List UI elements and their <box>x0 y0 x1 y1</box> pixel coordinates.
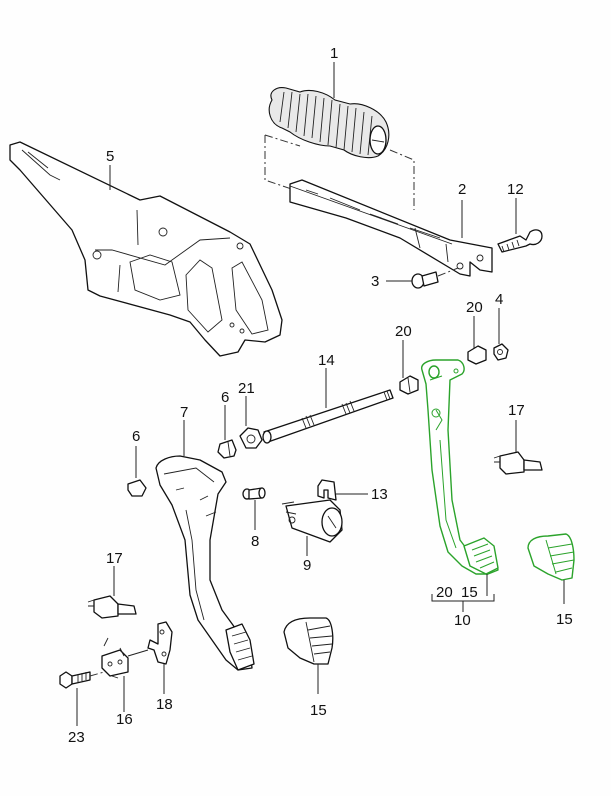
callout-16[interactable]: 16 <box>116 711 133 728</box>
callout-6-upper[interactable]: 6 <box>221 389 230 406</box>
callout-17-right[interactable]: 17 <box>508 402 525 419</box>
part-20-bushing-left[interactable] <box>399 340 419 395</box>
part-14-pedal-shaft[interactable] <box>262 368 394 444</box>
callout-8[interactable]: 8 <box>251 533 260 550</box>
callout-2[interactable]: 2 <box>458 181 467 198</box>
callout-23[interactable]: 23 <box>68 729 85 746</box>
callout-20-right[interactable]: 20 <box>466 299 483 316</box>
callout-7[interactable]: 7 <box>180 404 189 421</box>
assembly-bracket <box>431 594 495 612</box>
part-9-cylinder[interactable] <box>281 499 343 556</box>
callout-13[interactable]: 13 <box>371 486 388 503</box>
part-21-nut[interactable] <box>239 396 263 449</box>
part-2-support-bracket[interactable] <box>289 179 493 277</box>
callout-5[interactable]: 5 <box>106 148 115 165</box>
part-7-brake-pedal[interactable] <box>155 420 255 671</box>
part-15-pedal-pad-right[interactable] <box>527 533 575 604</box>
callout-18[interactable]: 18 <box>156 696 173 713</box>
part-20-bushing-right[interactable] <box>467 316 487 365</box>
callout-20-left[interactable]: 20 <box>395 323 412 340</box>
part-4-nut[interactable] <box>493 308 509 361</box>
callout-15-assembly[interactable]: 15 <box>461 584 478 601</box>
callout-1[interactable]: 1 <box>330 45 339 62</box>
part-17-switch-right[interactable] <box>493 420 543 475</box>
part-5-pedal-bracket[interactable] <box>9 141 283 357</box>
callout-20-assembly[interactable]: 20 <box>436 584 453 601</box>
callout-12[interactable]: 12 <box>507 181 524 198</box>
callout-21[interactable]: 21 <box>238 380 255 397</box>
part-13-clip[interactable] <box>317 479 368 501</box>
callout-14[interactable]: 14 <box>318 352 335 369</box>
part-10-clutch-pedal-assembly[interactable] <box>421 359 499 596</box>
callout-3[interactable]: 3 <box>371 273 380 290</box>
callout-9[interactable]: 9 <box>303 557 312 574</box>
part-1-bellows-boot[interactable] <box>268 62 390 159</box>
callout-6-lower[interactable]: 6 <box>132 428 141 445</box>
callout-15-bottom[interactable]: 15 <box>310 702 327 719</box>
part-8-pin[interactable] <box>242 487 266 530</box>
assembly-dash-line <box>264 134 415 210</box>
part-23-screw[interactable] <box>59 671 105 726</box>
part-18-switch-bracket[interactable] <box>147 621 173 694</box>
part-12-bolt[interactable] <box>497 198 543 253</box>
callout-15-right[interactable]: 15 <box>556 611 573 628</box>
part-15-pedal-pad-bottom[interactable] <box>283 617 334 694</box>
callout-4[interactable]: 4 <box>495 291 504 308</box>
callout-10[interactable]: 10 <box>454 612 471 629</box>
part-3-bolt[interactable] <box>386 267 459 289</box>
part-16-switch[interactable] <box>101 637 149 712</box>
part-6-bushing-lower[interactable] <box>127 446 147 497</box>
part-6-bushing-upper[interactable] <box>217 405 237 459</box>
part-17-switch-left[interactable] <box>87 566 137 619</box>
callout-17-left[interactable]: 17 <box>106 550 123 567</box>
